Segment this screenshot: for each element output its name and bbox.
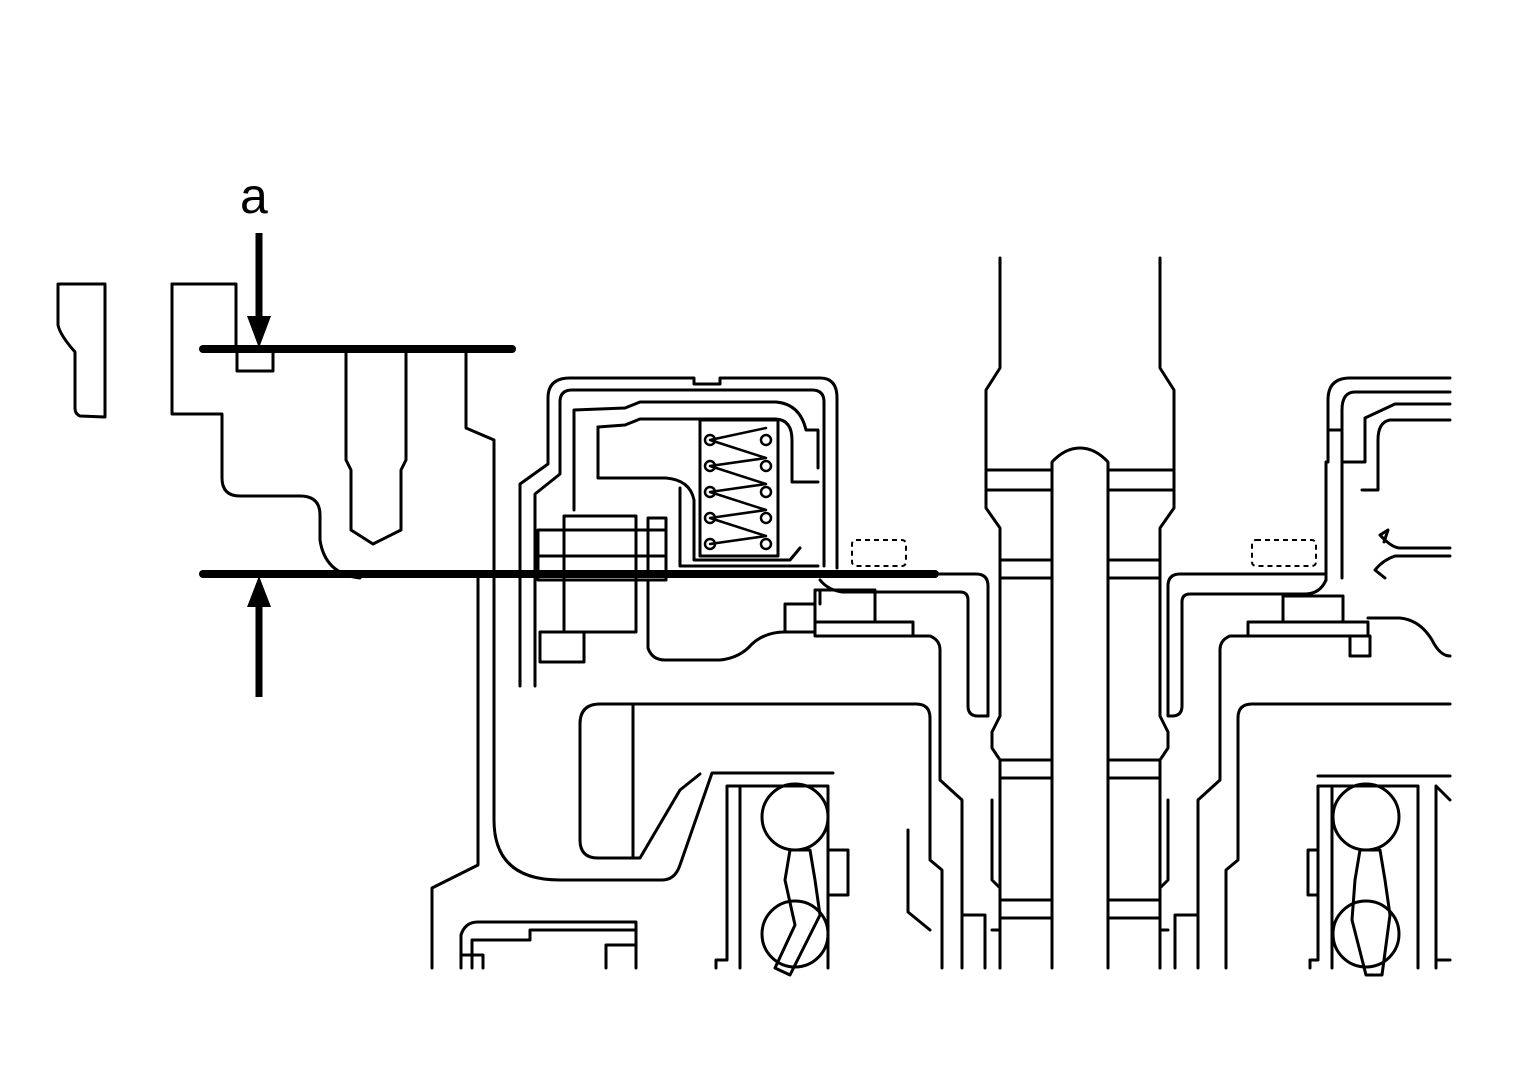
center-shaft (960, 256, 1200, 970)
seal-ring-left (851, 539, 907, 567)
left-housing (56, 282, 835, 970)
right-clutch-assembly (1166, 376, 1452, 970)
arrow-up-head (247, 576, 271, 607)
clutch-piston-assembly (518, 376, 915, 688)
seal-ring-right (1251, 539, 1317, 567)
dimension-label: a (240, 168, 268, 224)
arrow-down-head (247, 316, 271, 348)
return-spring (703, 426, 773, 551)
spring-housing (698, 418, 780, 558)
planetary-pinion-left (714, 782, 932, 977)
lower-carrier (459, 572, 990, 970)
planetary-pinion-right (1306, 774, 1452, 977)
